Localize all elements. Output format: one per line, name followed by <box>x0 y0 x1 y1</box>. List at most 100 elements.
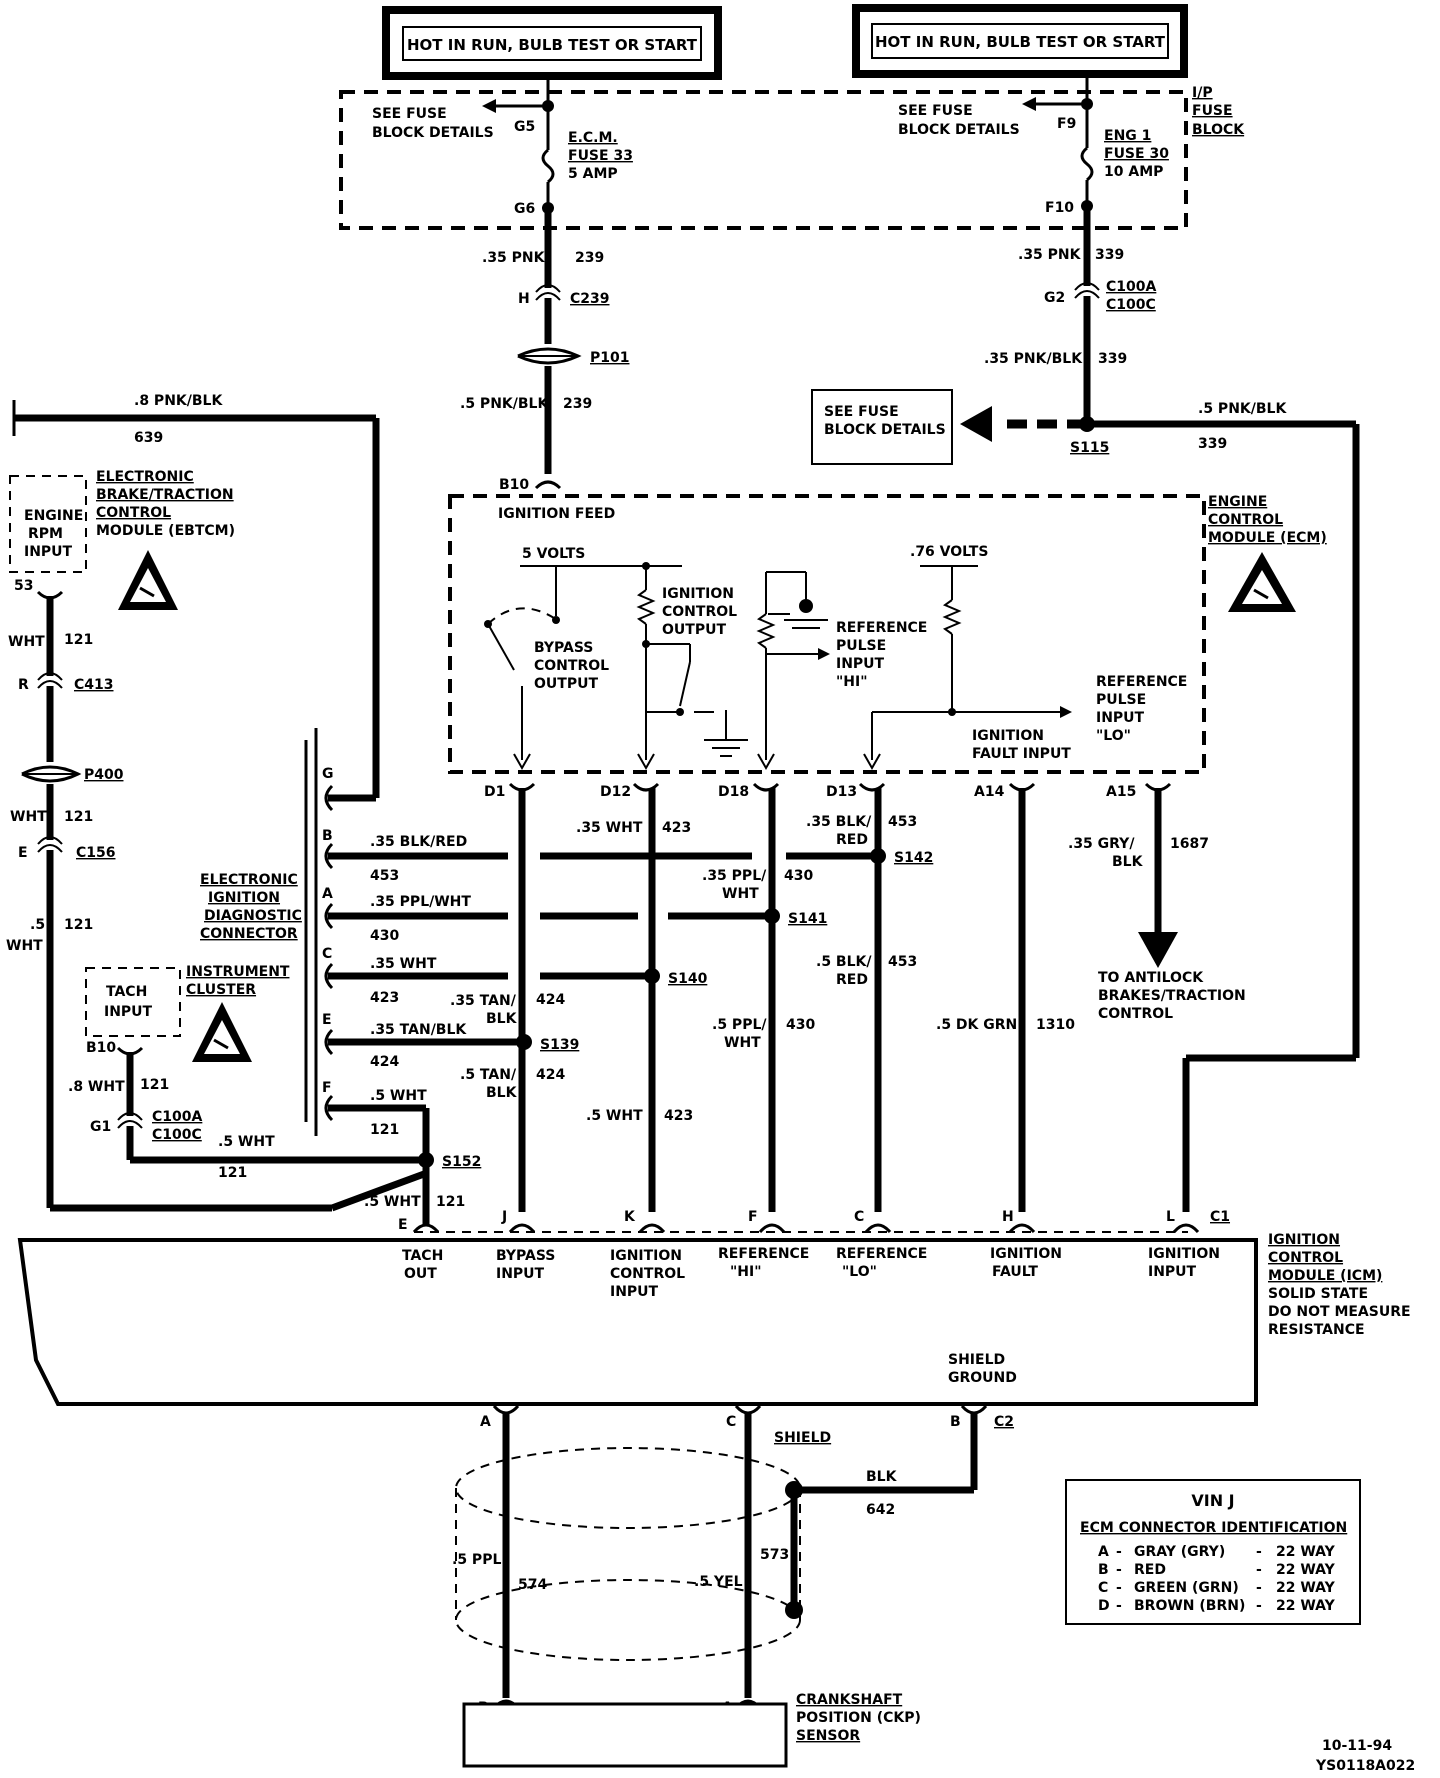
svg-text:1310: 1310 <box>1036 1017 1075 1033</box>
legend-row: C - GREEN (GRN) - 22 WAY <box>1098 1580 1336 1596</box>
svg-text:REFERENCE: REFERENCE <box>1096 674 1187 690</box>
svg-text:.35 WHT: .35 WHT <box>370 956 437 972</box>
svg-text:573: 573 <box>760 1547 789 1563</box>
svg-text:.5 YEL: .5 YEL <box>694 1574 743 1590</box>
svg-text:POSITION (CKP): POSITION (CKP) <box>796 1710 921 1726</box>
svg-text:B: B <box>1098 1562 1109 1578</box>
tach-out-wire-121: S152 .5 WHT 121 <box>364 1152 481 1210</box>
svg-text:IGNITION: IGNITION <box>990 1246 1062 1262</box>
svg-text:.5 WHT: .5 WHT <box>370 1088 427 1104</box>
see-fuse-block-box: SEE FUSE BLOCK DETAILS <box>811 389 953 465</box>
instrument-cluster: TACH INPUT INSTRUMENT CLUSTER <box>85 964 290 1062</box>
ignition-feed-circuit-239: .35 PNK 239 H C239 P101 .5 PNK/BLK 239 B… <box>460 208 629 522</box>
svg-text:D1: D1 <box>484 784 505 800</box>
svg-text:574: 574 <box>518 1577 547 1593</box>
svg-text:R: R <box>18 677 29 693</box>
svg-text:"HI": "HI" <box>730 1264 762 1280</box>
svg-text:RED: RED <box>1134 1562 1166 1578</box>
svg-text:G6: G6 <box>514 201 535 217</box>
svg-text:-: - <box>1256 1562 1262 1578</box>
svg-text:-: - <box>1256 1598 1262 1614</box>
svg-text:ENG 1: ENG 1 <box>1104 128 1151 144</box>
svg-text:1687: 1687 <box>1170 836 1209 852</box>
svg-text:TACH: TACH <box>106 984 147 1000</box>
right-hot-label: HOT IN RUN, BULB TEST OR START <box>875 33 1166 51</box>
svg-text:BROWN (BRN): BROWN (BRN) <box>1134 1598 1245 1614</box>
svg-text:S142: S142 <box>894 850 933 866</box>
svg-text:CONNECTOR: CONNECTOR <box>200 926 298 942</box>
svg-text:F9: F9 <box>1057 116 1076 132</box>
svg-text:.76 VOLTS: .76 VOLTS <box>910 544 988 560</box>
svg-text:P400: P400 <box>84 767 124 783</box>
svg-text:REFERENCE: REFERENCE <box>718 1246 809 1262</box>
svg-text:121: 121 <box>140 1077 169 1093</box>
svg-text:5 VOLTS: 5 VOLTS <box>522 546 585 562</box>
reference-lo-wire-453: .35 BLK/ RED 453 S142 .5 BLK/ RED 453 <box>806 788 933 1212</box>
svg-text:BLOCK: BLOCK <box>1192 122 1245 138</box>
svg-text:P101: P101 <box>590 350 629 366</box>
svg-text:MODULE (ICM): MODULE (ICM) <box>1268 1268 1382 1284</box>
svg-text:WHT: WHT <box>724 1035 761 1051</box>
svg-text:BLK: BLK <box>486 1085 518 1101</box>
svg-text:.5 PPL: .5 PPL <box>452 1552 501 1568</box>
svg-text:A: A <box>480 1414 491 1430</box>
svg-text:E: E <box>18 845 28 861</box>
svg-text:.5 TAN/: .5 TAN/ <box>460 1067 517 1083</box>
svg-text:C: C <box>726 1414 736 1430</box>
svg-text:VIN J: VIN J <box>1191 1491 1234 1510</box>
svg-text:PULSE: PULSE <box>1096 692 1146 708</box>
svg-text:GRAY (GRY): GRAY (GRY) <box>1134 1544 1225 1560</box>
svg-text:.35 BLK/RED: .35 BLK/RED <box>370 834 467 850</box>
svg-text:.5 WHT: .5 WHT <box>586 1108 643 1124</box>
svg-text:H: H <box>518 291 530 307</box>
svg-text:WHT: WHT <box>10 809 47 825</box>
svg-text:639: 639 <box>134 430 163 446</box>
svg-text:.35 PNK/BLK: .35 PNK/BLK <box>984 351 1083 367</box>
svg-text:S140: S140 <box>668 971 708 987</box>
svg-text:INPUT: INPUT <box>104 1004 153 1020</box>
svg-text:IGNITION: IGNITION <box>1148 1246 1220 1262</box>
svg-text:BLOCK DETAILS: BLOCK DETAILS <box>824 422 946 438</box>
svg-text:-: - <box>1116 1598 1122 1614</box>
svg-text:.5 PNK/BLK: .5 PNK/BLK <box>1198 401 1287 417</box>
svg-text:CONTROL: CONTROL <box>662 604 737 620</box>
svg-text:DO NOT MEASURE: DO NOT MEASURE <box>1268 1304 1411 1320</box>
svg-text:E: E <box>398 1217 408 1233</box>
svg-text:.35 TAN/BLK: .35 TAN/BLK <box>370 1022 467 1038</box>
svg-text:.35 GRY/: .35 GRY/ <box>1068 836 1135 852</box>
svg-text:BLOCK DETAILS: BLOCK DETAILS <box>898 122 1020 138</box>
svg-text:-: - <box>1116 1544 1122 1560</box>
svg-text:10 AMP: 10 AMP <box>1104 164 1163 180</box>
svg-text:A: A <box>1098 1544 1109 1560</box>
svg-text:ENGINE: ENGINE <box>24 508 83 524</box>
svg-text:121: 121 <box>436 1194 465 1210</box>
svg-text:C100C: C100C <box>1106 297 1156 313</box>
svg-text:CONTROL: CONTROL <box>1268 1250 1343 1266</box>
svg-text:INPUT: INPUT <box>24 544 73 560</box>
legend-row: B - RED - 22 WAY <box>1098 1562 1336 1578</box>
svg-text:BRAKES/TRACTION: BRAKES/TRACTION <box>1098 988 1246 1004</box>
svg-text:B: B <box>322 828 333 844</box>
diag-wire-b-453: .35 BLK/RED 453 <box>328 834 878 884</box>
power-feed-circuit-339: .35 PNK 339 G2 C100A C100C .35 PNK/BLK 3… <box>960 206 1360 1212</box>
svg-text:22 WAY: 22 WAY <box>1276 1562 1336 1578</box>
svg-text:430: 430 <box>370 928 399 944</box>
svg-text:22 WAY: 22 WAY <box>1276 1598 1336 1614</box>
svg-text:.8 WHT: .8 WHT <box>68 1079 125 1095</box>
svg-text:RED: RED <box>836 972 868 988</box>
left-hot-label: HOT IN RUN, BULB TEST OR START <box>407 36 698 54</box>
svg-text:A14: A14 <box>974 784 1005 800</box>
svg-text:G2: G2 <box>1044 290 1065 306</box>
svg-text:453: 453 <box>888 954 917 970</box>
svg-text:B: B <box>950 1414 961 1430</box>
svg-text:10-11-94: 10-11-94 <box>1322 1738 1392 1754</box>
ckp-shield-harness: SHIELD BLK 642 .5 PPL 574 .5 YEL 573 B A <box>452 1414 978 1716</box>
svg-text:REFERENCE: REFERENCE <box>836 1246 927 1262</box>
svg-text:INPUT: INPUT <box>610 1284 659 1300</box>
svg-text:.8 PNK/BLK: .8 PNK/BLK <box>134 393 223 409</box>
svg-text:.35 TAN/: .35 TAN/ <box>450 993 517 1009</box>
svg-text:-: - <box>1256 1544 1262 1560</box>
svg-text:RED: RED <box>836 832 868 848</box>
svg-text:DIAGNOSTIC: DIAGNOSTIC <box>204 908 302 924</box>
svg-text:SEE FUSE: SEE FUSE <box>824 404 899 420</box>
